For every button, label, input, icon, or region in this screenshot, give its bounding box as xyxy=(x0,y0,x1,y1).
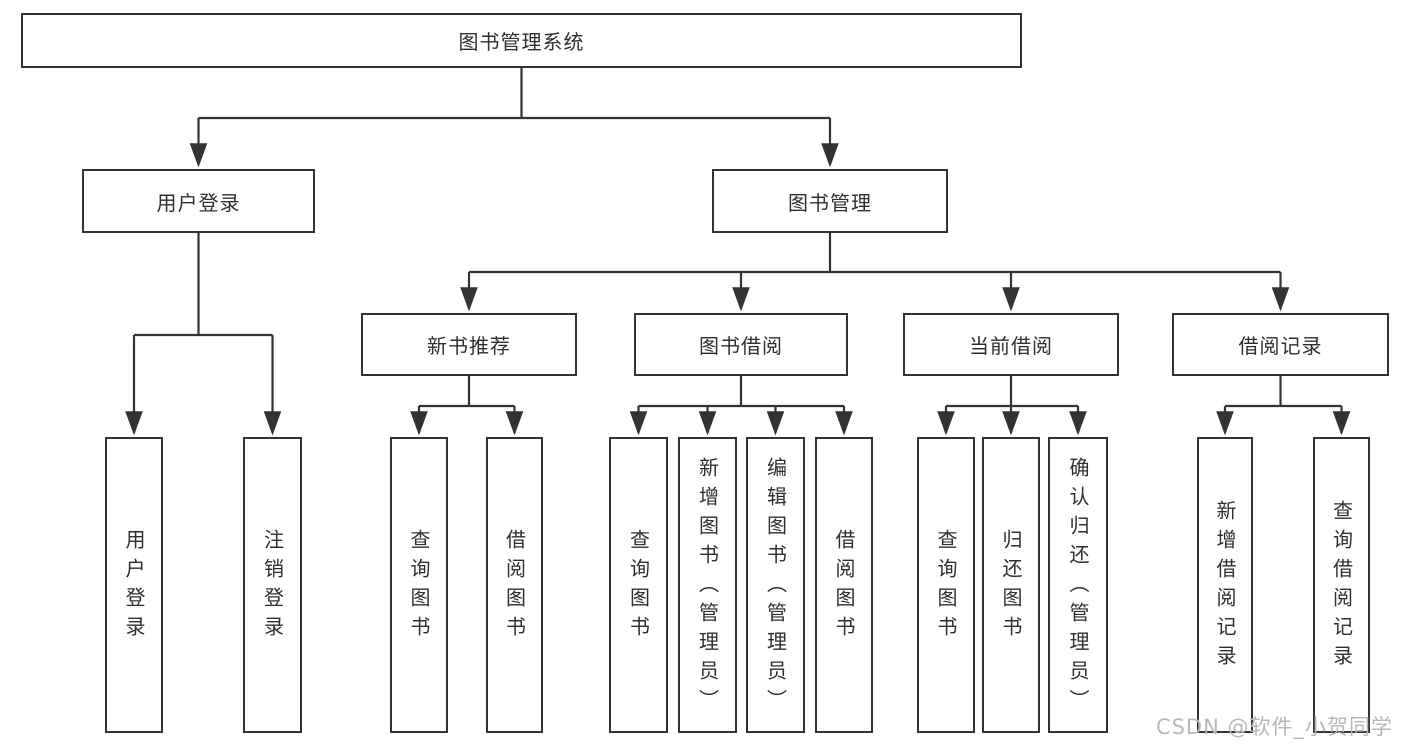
node-library-management-system: 图书管理系统 xyxy=(21,13,1022,68)
leaf-query-books-current: 查询图书 xyxy=(917,437,975,733)
leaf-query-borrow-record: 查询借阅记录 xyxy=(1313,437,1370,733)
csdn-watermark: CSDN @软件_小贺同学 xyxy=(1155,715,1393,739)
node-borrow-records: 借阅记录 xyxy=(1172,313,1389,376)
node-user-login: 用户登录 xyxy=(82,169,315,233)
leaf-borrow-books: 借阅图书 xyxy=(815,437,873,733)
leaf-query-books-recommend: 查询图书 xyxy=(390,437,448,733)
node-book-management: 图书管理 xyxy=(712,169,948,233)
leaf-return-books: 归还图书 xyxy=(982,437,1040,733)
node-new-book-recommend: 新书推荐 xyxy=(361,313,577,376)
leaf-confirm-return-admin: 确认归还（管理员） xyxy=(1048,437,1108,733)
node-current-borrow: 当前借阅 xyxy=(903,313,1119,376)
leaf-borrow-books-recommend: 借阅图书 xyxy=(486,437,543,733)
leaf-edit-books-admin: 编辑图书（管理员） xyxy=(746,437,805,733)
leaf-add-books-admin: 新增图书（管理员） xyxy=(678,437,737,733)
leaf-user-login: 用户登录 xyxy=(105,437,163,733)
node-book-borrow: 图书借阅 xyxy=(634,313,848,376)
leaf-logout: 注销登录 xyxy=(243,437,302,733)
leaf-query-books-borrow: 查询图书 xyxy=(609,437,668,733)
leaf-add-borrow-record: 新增借阅记录 xyxy=(1197,437,1253,733)
